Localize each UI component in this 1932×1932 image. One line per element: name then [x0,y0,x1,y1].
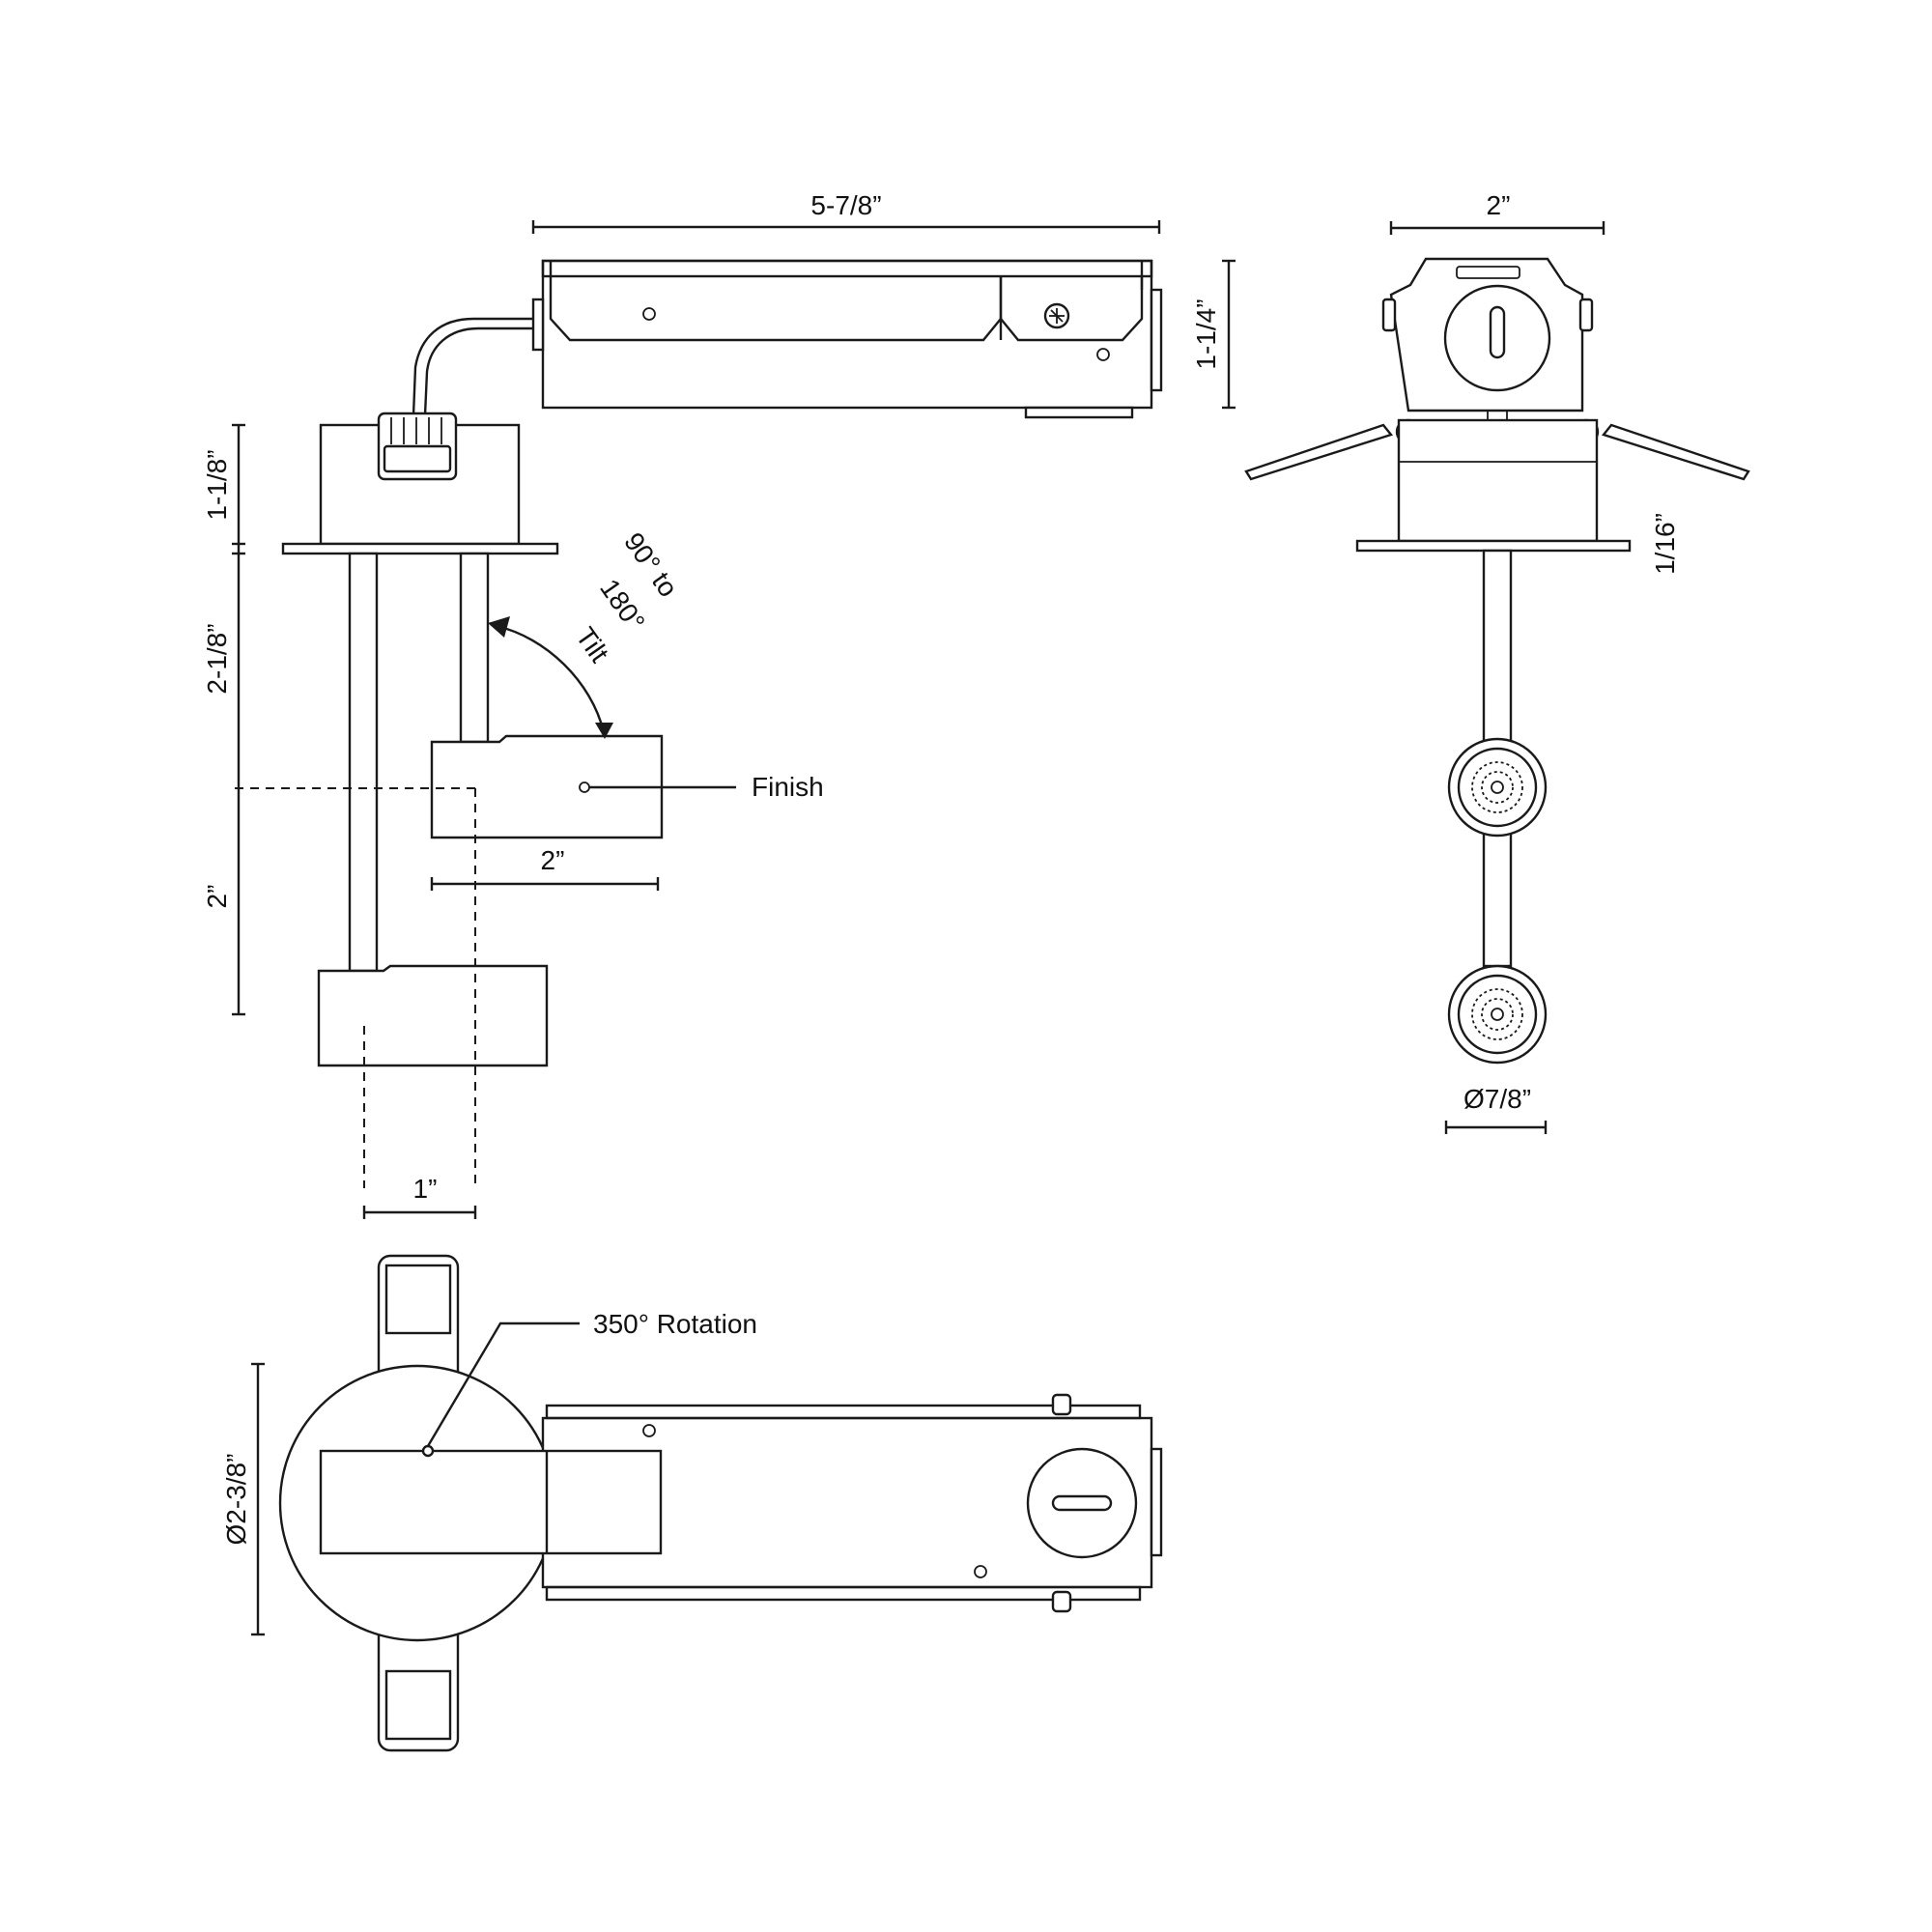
labels: 5-7/8” 1-1/4” 2” 1-1/8” 2-1/8” 2” 2” 1” … [202,190,1680,1545]
driver-box-elevation [531,259,1163,419]
rotation-label: 350° Rotation [593,1309,757,1339]
dim-top-length: 5-7/8” [810,190,881,220]
fixture-front-elevation [1244,257,1750,1065]
flange [281,542,559,555]
dim-flange-thickness: 1/16” [1650,513,1680,575]
dim-lower-drop: 2” [202,885,232,909]
screw-icon [1043,302,1070,329]
tilt-label: Tilt [570,622,614,668]
spring-clip-right [1601,423,1750,481]
spring-clip-bottom [377,1621,460,1752]
plan-view [278,1254,1163,1752]
tilted-head [430,734,664,839]
dim-head-width: 2” [541,845,565,875]
dim-plan-diameter: Ø2-3/8” [221,1454,251,1546]
fixture-side-elevation [235,412,736,1188]
dim-side-width: 2” [1487,190,1511,220]
dim-stem-length: 2-1/8” [202,623,232,694]
junction-box [1389,257,1584,412]
spring-clip-left [1244,423,1394,481]
power-cable [412,317,533,416]
plan-head [319,1449,663,1555]
tilt-range-line2: 180° [594,574,651,637]
lens-icon [1447,964,1548,1065]
lens-icon [1447,737,1548,838]
dim-top-height: 1-1/4” [1191,298,1221,369]
finish-label: Finish [752,772,824,802]
dimension-lines [232,220,1605,1636]
dim-offset: 1” [413,1174,438,1204]
dim-lens-diameter: Ø7/8” [1463,1084,1531,1114]
spring-clip-top [377,1254,460,1385]
lower-head [317,964,549,1067]
dim-housing-height: 1-1/8” [202,449,232,520]
